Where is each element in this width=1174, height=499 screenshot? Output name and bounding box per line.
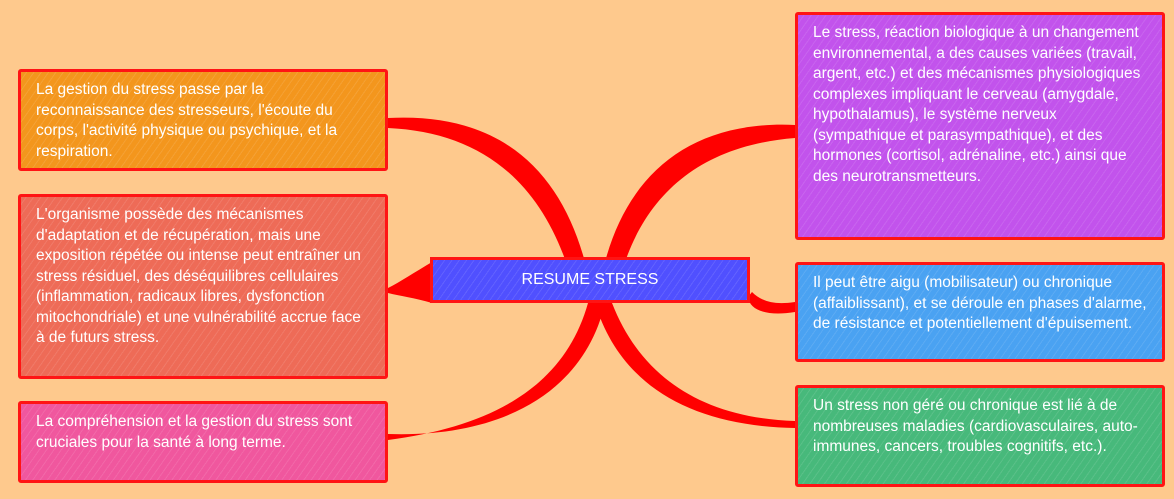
branch-left-middle <box>388 262 432 303</box>
central-topic: RESUME STRESS <box>430 257 750 303</box>
node-right-middle: Il peut être aigu (mobilisateur) ou chro… <box>795 262 1165 362</box>
branch-left-bottom <box>388 303 605 440</box>
branch-right-top <box>605 124 795 262</box>
central-topic-label: RESUME STRESS <box>521 271 659 288</box>
node-right-top: Le stress, réaction biologique à un chan… <box>795 12 1165 240</box>
branch-left-top <box>388 117 585 262</box>
node-right-bottom: Un stress non géré ou chronique est lié … <box>795 385 1165 487</box>
node-left-bottom: La compréhension et la gestion du stress… <box>18 401 388 483</box>
branch-right-middle <box>748 292 795 314</box>
node-left-middle: L'organisme possède des mécanismes d'ada… <box>18 194 388 379</box>
node-left-top: La gestion du stress passe par la reconn… <box>18 69 388 171</box>
branch-right-bottom <box>595 303 795 428</box>
